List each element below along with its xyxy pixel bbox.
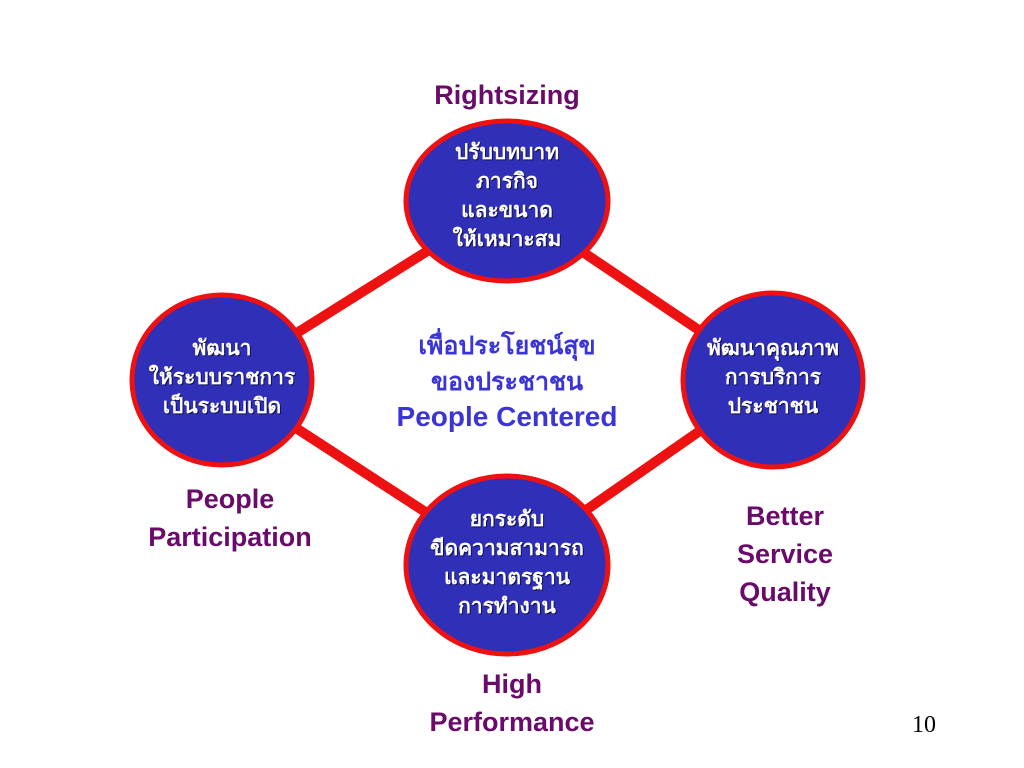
node-top-circle [403,118,611,284]
node-right-line: ประชาชน [727,394,819,418]
node-bottom-line: ยกระดับ [469,507,545,531]
node-top-line: ภารกิจ [476,169,538,193]
label-better-service-quality-line3: Quality [739,577,831,607]
label-rightsizing: Rightsizing [434,80,580,110]
center-goal-thai-line1: เพื่อประโยชน์สุข [418,331,596,360]
node-bottom-line: และมาตรฐาน [444,565,570,589]
center-goal-thai-line2: ของประชาชน [430,367,584,396]
node-top-line: ปรับบทบาท [454,140,560,164]
node-right-line: พัฒนาคุณภาพ [707,336,839,360]
label-better-service-quality-line1: Better [745,501,825,531]
label-high-performance: High Performance [382,665,642,741]
node-left-line: เป็นระบบเปิด [162,394,282,418]
node-top-line: ให้เหมาะสม [452,227,562,251]
node-left-line: ให้ระบบราชการ [148,365,296,389]
node-right-circle [680,290,866,470]
node-bottom-circle [403,473,611,657]
node-bottom-line: ขีดความสามารถ [430,536,584,560]
node-bottom-text: ยกระดับ ขีดความสามารถ และมาตรฐาน การทำงา… [407,505,607,621]
label-high-performance-line1: High [482,669,542,699]
node-left-circle [129,292,315,468]
node-bottom-line: การทำงาน [458,594,556,618]
node-top-text: ปรับบทบาท ภารกิจ และขนาด ให้เหมาะสม [407,138,607,254]
node-left-text: พัฒนา ให้ระบบราชการ เป็นระบบเปิด [122,334,322,421]
page-number: 10 [912,712,936,738]
label-people-participation-line1: People [185,484,275,514]
label-people-participation-line2: Participation [148,522,312,552]
label-better-service-quality-line2: Service [736,539,834,569]
node-right-text: พัฒนาคุณภาพ การบริการ ประชาชน [673,334,873,421]
center-goal-english: People Centered [396,401,618,432]
center-goal: เพื่อประโยชน์สุข ของประชาชน People Cente… [357,328,657,434]
label-people-participation: People Participation [110,480,350,556]
label-better-service-quality: Better Service Quality [680,497,890,611]
label-high-performance-line2: Performance [429,707,595,737]
node-right-line: การบริการ [724,365,822,389]
node-left-line: พัฒนา [192,336,252,360]
node-top-line: และขนาด [461,198,553,222]
